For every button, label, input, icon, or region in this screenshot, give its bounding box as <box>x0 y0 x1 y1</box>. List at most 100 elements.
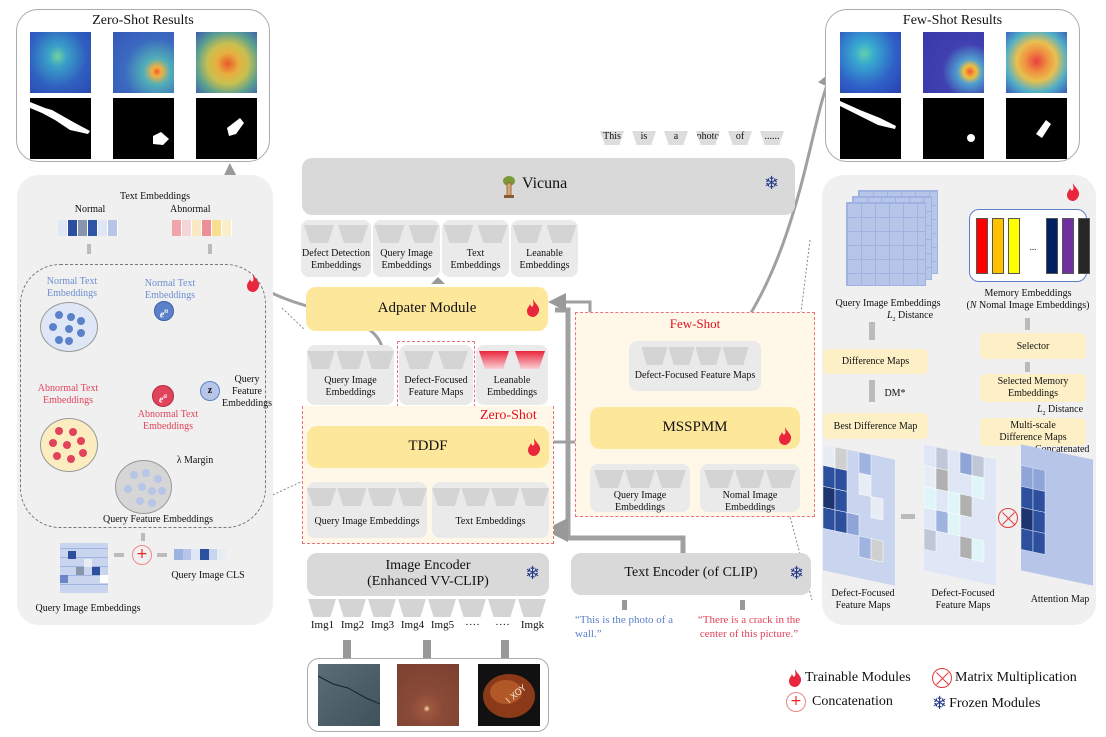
vicuna-llama-icon <box>502 176 516 198</box>
tddf-module[interactable]: TDDF <box>307 426 549 468</box>
adapter-input-dffm: Defect-Focused Feature Maps <box>399 345 473 405</box>
token-slot <box>307 488 337 506</box>
token-slot <box>477 225 508 243</box>
patch-token <box>398 599 426 617</box>
text-encoder-label: Text Encoder (of CLIP) <box>624 565 758 580</box>
abnormal-cluster <box>40 418 98 472</box>
token-slot <box>443 225 474 243</box>
embedding-cell <box>182 220 192 236</box>
arrow-up <box>423 640 431 658</box>
zero-shot-tag: Zero-Shot <box>480 408 537 423</box>
concatenation-icon: + <box>786 692 806 712</box>
tddf-input-query-image: Query Image Embeddings <box>307 482 427 538</box>
token-slot <box>304 225 334 243</box>
memory-n: N <box>969 300 977 311</box>
patch-token <box>338 599 366 617</box>
token-slot <box>366 351 395 369</box>
ea-symbol: e <box>159 394 164 406</box>
ea-node-label: Abnormal Text Embeddings <box>137 409 199 432</box>
adapter-module[interactable]: Adpater Module <box>306 287 548 331</box>
query-feature-label: Query Feature Embeddings <box>222 374 272 409</box>
token-slot <box>641 347 668 365</box>
token-slot <box>404 351 434 369</box>
normal-cluster-label: Normal Text Embeddings <box>46 276 98 299</box>
token-slot <box>337 488 367 506</box>
normal-label: Normal <box>74 204 106 215</box>
group-label: Defect-Focused Feature Maps <box>404 375 468 398</box>
msspmm-module[interactable]: MSSPMM <box>590 407 800 449</box>
legend-concat: + Concatenation <box>786 692 893 712</box>
few-shot-heatmap-3 <box>1006 32 1067 93</box>
image-patch: Img5 <box>428 599 457 631</box>
image-patch: Img3 <box>368 599 397 631</box>
token-slot <box>491 488 520 506</box>
attention-map-label: Attention Map <box>1030 594 1090 605</box>
en-node: en <box>154 301 174 321</box>
output-token: of <box>728 131 752 145</box>
patch-label: Imgk <box>520 619 545 631</box>
patch-label: Img3 <box>370 619 395 631</box>
token-slot <box>512 225 543 243</box>
group-label: Query Image Embeddings <box>380 248 433 271</box>
few-shot-tag: Few-Shot <box>669 316 721 331</box>
query-image-embeddings-stack <box>846 190 940 286</box>
embedding-cell <box>68 220 78 236</box>
normal-cluster <box>40 302 98 352</box>
few-shot-dffm-output: Defect-Focused Feature Maps <box>629 341 761 391</box>
image-patch: Imgk <box>518 599 547 631</box>
group-label: Leanable Embeddings <box>519 248 570 271</box>
output-token: ...... <box>760 131 784 145</box>
token-slot <box>338 225 368 243</box>
arrow-up <box>431 277 445 284</box>
arrow-left <box>901 514 915 519</box>
contrastive-space <box>20 264 266 528</box>
query-image-embeddings-label: Query Image Embeddings <box>35 603 141 614</box>
vicuna-label: Vicuna <box>522 175 568 192</box>
arrow-up <box>501 640 509 658</box>
image-patch: Img1 <box>308 599 337 631</box>
token-slot <box>625 470 655 488</box>
text-encoder-module[interactable]: Text Encoder (of CLIP) ❄ <box>571 553 811 595</box>
image-encoder-module[interactable]: Image Encoder (Enhanced VV-CLIP) ❄ <box>307 553 549 596</box>
legend-trainable-label: Trainable Modules <box>805 670 911 685</box>
group-label: Defect Detection Embeddings <box>301 248 371 271</box>
abnormal-text-embedding-vector <box>172 220 232 236</box>
msspmm-input-normal-image: Nomal Image Embeddings <box>700 464 800 513</box>
zero-shot-results-title: Zero-Shot Results <box>92 13 194 28</box>
l2-distance-label-2: L2 Distance <box>1036 404 1084 417</box>
embedding-cell <box>108 220 118 236</box>
token-slot <box>735 470 765 488</box>
dm-star-label: DM* <box>884 388 906 399</box>
image-patch: Img4 <box>398 599 427 631</box>
arrow-right <box>114 553 124 557</box>
concatenation-icon: + <box>132 545 152 565</box>
query-feature-cluster <box>115 460 172 514</box>
abnormal-cluster-label: Abnormal Text Embeddings <box>37 383 99 406</box>
learnable-token <box>479 351 509 369</box>
query-image-cls-vector <box>174 549 227 560</box>
abnormal-prompt: “There is a crack in the center of this … <box>697 614 801 640</box>
group-label: Text Embeddings <box>455 516 526 527</box>
vicuna-module[interactable]: Vicuna ❄ <box>302 158 795 215</box>
fire-icon <box>527 299 540 317</box>
few-shot-mask-1 <box>840 98 901 159</box>
msspmm-input-query-image: Query Image Embeddings <box>590 464 690 513</box>
arrow-up <box>343 640 351 658</box>
patch-token <box>428 599 456 617</box>
memory-bar <box>976 218 988 274</box>
patch-token <box>308 599 336 617</box>
dffm-output-grid <box>822 444 895 586</box>
token-slot <box>307 351 335 369</box>
text-embeddings-title: Text Embeddings <box>119 191 191 202</box>
abnormal-label: Abnormal <box>170 204 211 215</box>
output-token: is <box>632 131 656 145</box>
arrow-down <box>87 244 91 254</box>
image-patch: ···· <box>488 599 517 631</box>
snowflake-icon: ❄ <box>789 563 805 584</box>
query-image-embeddings-label: Query Image Embeddings <box>835 298 941 309</box>
arrow-down <box>869 322 875 340</box>
selector-box: Selector <box>980 333 1086 359</box>
fire-icon <box>247 274 260 292</box>
zero-shot-mask-1 <box>30 98 91 159</box>
